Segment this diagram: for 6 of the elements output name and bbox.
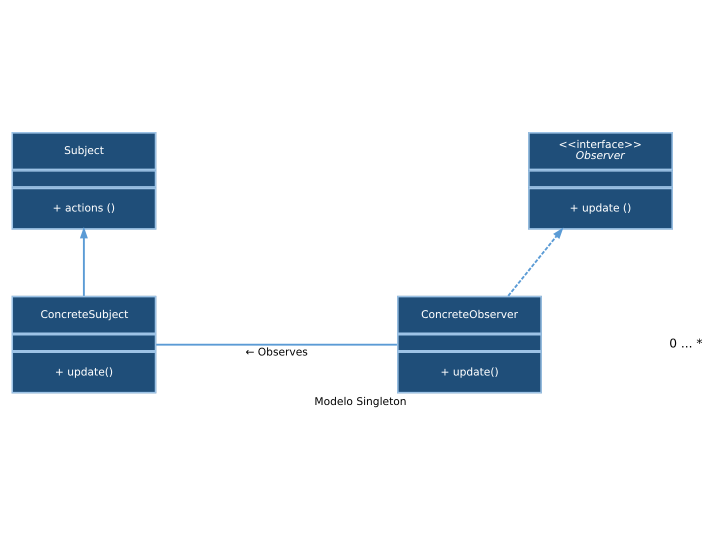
arrow [80,226,88,296]
caption: Modelo Singleton [314,394,407,408]
connector [156,343,397,346]
arrow [508,227,564,296]
label: 0 ... * [669,336,702,350]
edge-label: ← Observes [245,344,308,358]
